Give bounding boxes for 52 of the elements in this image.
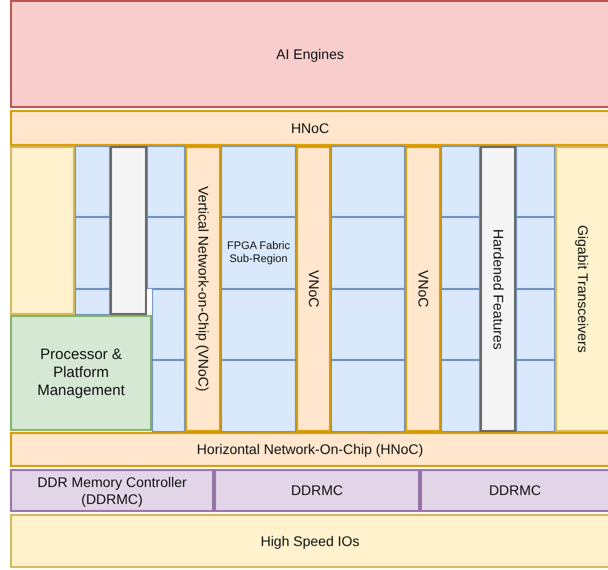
fabric-cell	[331, 217, 405, 289]
block-label: Horizontal Network-On-Chip (HNoC)	[196, 441, 424, 458]
block-label: FPGA Fabric Sub-Region	[226, 240, 291, 266]
block-label: Hardened Features	[490, 228, 506, 350]
noc-band	[10, 432, 608, 467]
vnoc-column	[296, 146, 331, 432]
fabric-cell	[221, 289, 296, 360]
io-column	[10, 146, 75, 315]
fabric-cell	[441, 146, 480, 217]
io-band	[10, 514, 608, 568]
memory-controller-block	[420, 469, 608, 512]
block-label: High Speed IOs	[260, 532, 360, 550]
block-label: VNoC	[305, 270, 322, 308]
block-label: Vertical Network-on-Chip (VNoC)	[194, 186, 212, 392]
fabric-cell	[221, 146, 296, 217]
hardened-column	[110, 146, 147, 315]
fabric-cell	[516, 217, 555, 289]
fabric-cell	[147, 146, 185, 217]
fabric-cell	[75, 217, 110, 289]
memory-controller-block	[10, 469, 214, 512]
fabric-cell	[152, 360, 185, 432]
fabric-cell	[516, 289, 555, 360]
transceiver-column	[555, 146, 608, 432]
memory-controller-block	[214, 469, 420, 512]
hardened-column	[480, 146, 516, 432]
fabric-cell	[221, 360, 296, 432]
fabric-cell	[331, 289, 405, 360]
fabric-cell	[441, 289, 480, 360]
fabric-cell	[221, 217, 296, 289]
fabric-cell	[147, 217, 185, 289]
block-label: Gigabit Transceivers	[574, 225, 591, 353]
fabric-cell	[331, 146, 405, 217]
fabric-cell	[516, 360, 555, 432]
fabric-cell	[441, 217, 480, 289]
block-label: AI Engines	[276, 46, 344, 62]
block-label: DDRMC	[488, 482, 542, 499]
noc-band	[10, 110, 608, 146]
block-label: VNoC	[414, 270, 432, 308]
fabric-cell	[75, 289, 110, 315]
processor-block	[10, 315, 152, 431]
block-label: HNoC	[290, 120, 330, 136]
fabric-cell	[75, 146, 110, 217]
block-label: Processor & Platform Management	[36, 346, 126, 400]
engine-block	[10, 0, 608, 108]
fabric-cell	[441, 360, 480, 432]
block-label: DDR Memory Controller (DDRMC)	[36, 474, 188, 508]
fabric-cell	[331, 360, 405, 432]
vnoc-column	[405, 146, 441, 432]
fabric-cell	[152, 289, 185, 360]
fabric-cell	[516, 146, 555, 217]
vnoc-column	[185, 146, 221, 432]
block-label: DDRMC	[290, 482, 344, 499]
